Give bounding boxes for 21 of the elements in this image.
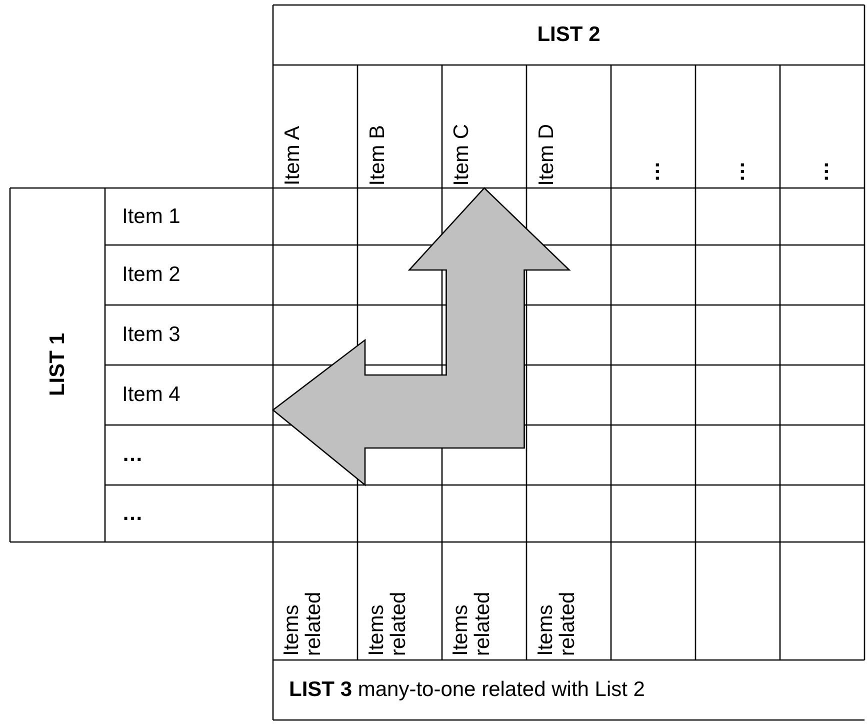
list-heading: LIST 1	[46, 333, 70, 396]
ellipsis-label: …	[122, 443, 143, 467]
row-label: Item 2	[122, 263, 180, 287]
ellipsis-header: …	[641, 161, 666, 182]
ellipsis-label: …	[122, 502, 143, 526]
double-headed-arrow	[272, 187, 571, 486]
column-footer: Items related	[450, 546, 494, 656]
ellipsis-header: …	[810, 161, 834, 182]
row-label: Item 1	[122, 204, 180, 228]
ellipsis-header: …	[726, 161, 750, 182]
column-header: Item C	[450, 124, 474, 186]
column-header: Item B	[366, 125, 390, 186]
row-label: Item 3	[122, 323, 180, 347]
column-footer: Items related	[281, 546, 326, 656]
list-heading: LIST 2	[537, 23, 600, 47]
row-label: Item 4	[122, 383, 180, 407]
column-footer: Items related	[366, 546, 410, 656]
column-header: Item D	[534, 124, 558, 186]
column-header: Item A	[281, 126, 305, 186]
column-footer: Items related	[534, 546, 579, 656]
list-caption: LIST 3 many-to-one related with List 2	[289, 678, 645, 702]
